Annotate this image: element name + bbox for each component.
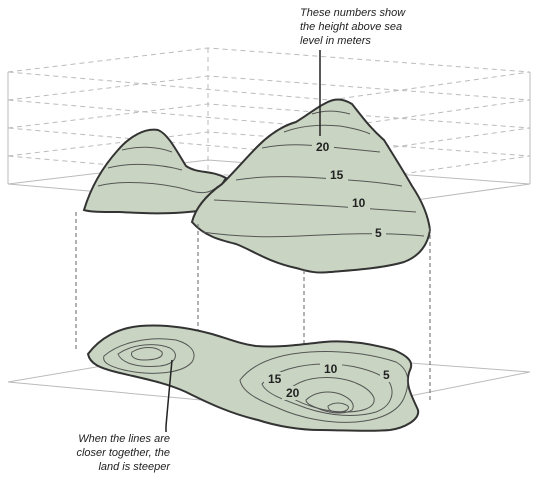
bottom-note-line-2: closer together, the	[76, 447, 170, 459]
right-hill-contours	[201, 110, 425, 238]
top-note-line-3: level in meters	[300, 35, 371, 47]
steepness-annotation: When the lines are closer together, the …	[20, 432, 170, 474]
contour-15	[235, 176, 403, 187]
height-numbers-annotation: These numbers show the height above sea …	[300, 6, 405, 48]
hill-label-15: 15	[330, 168, 344, 182]
height-plane-2	[7, 75, 531, 129]
right-hill: 20 15 10 5	[190, 98, 432, 274]
hill-height-labels: 20 15 10 5	[312, 140, 386, 240]
left-hill-body	[82, 128, 228, 215]
contour-25	[283, 124, 371, 135]
contour-5	[201, 231, 425, 238]
bottom-callout-line	[165, 359, 173, 432]
contour-30	[311, 110, 351, 115]
left-hill-contours	[97, 146, 219, 194]
map-label-5: 5	[383, 368, 390, 382]
bottom-note-line-3: land is steeper	[98, 461, 170, 473]
left-hill	[82, 128, 228, 215]
right-hill-body	[190, 98, 432, 274]
map-label-15: 15	[268, 372, 282, 386]
map-label-20: 20	[286, 386, 300, 400]
contour-map: 15 10 5 20	[86, 324, 420, 432]
contour-10	[213, 199, 417, 213]
callout-lines	[165, 50, 321, 432]
map-contour-lines	[103, 338, 409, 423]
hill-label-20: 20	[316, 140, 330, 154]
hill-label-5: 5	[375, 226, 382, 240]
map-label-10: 10	[324, 362, 338, 376]
height-plane-top	[7, 47, 531, 101]
hill-label-10: 10	[352, 196, 366, 210]
bottom-note-line-1: When the lines are	[78, 433, 170, 445]
top-note-line-1: These numbers show	[300, 7, 406, 19]
top-note-line-2: the height above sea	[300, 21, 403, 33]
map-height-labels: 15 10 5 20	[264, 362, 394, 400]
